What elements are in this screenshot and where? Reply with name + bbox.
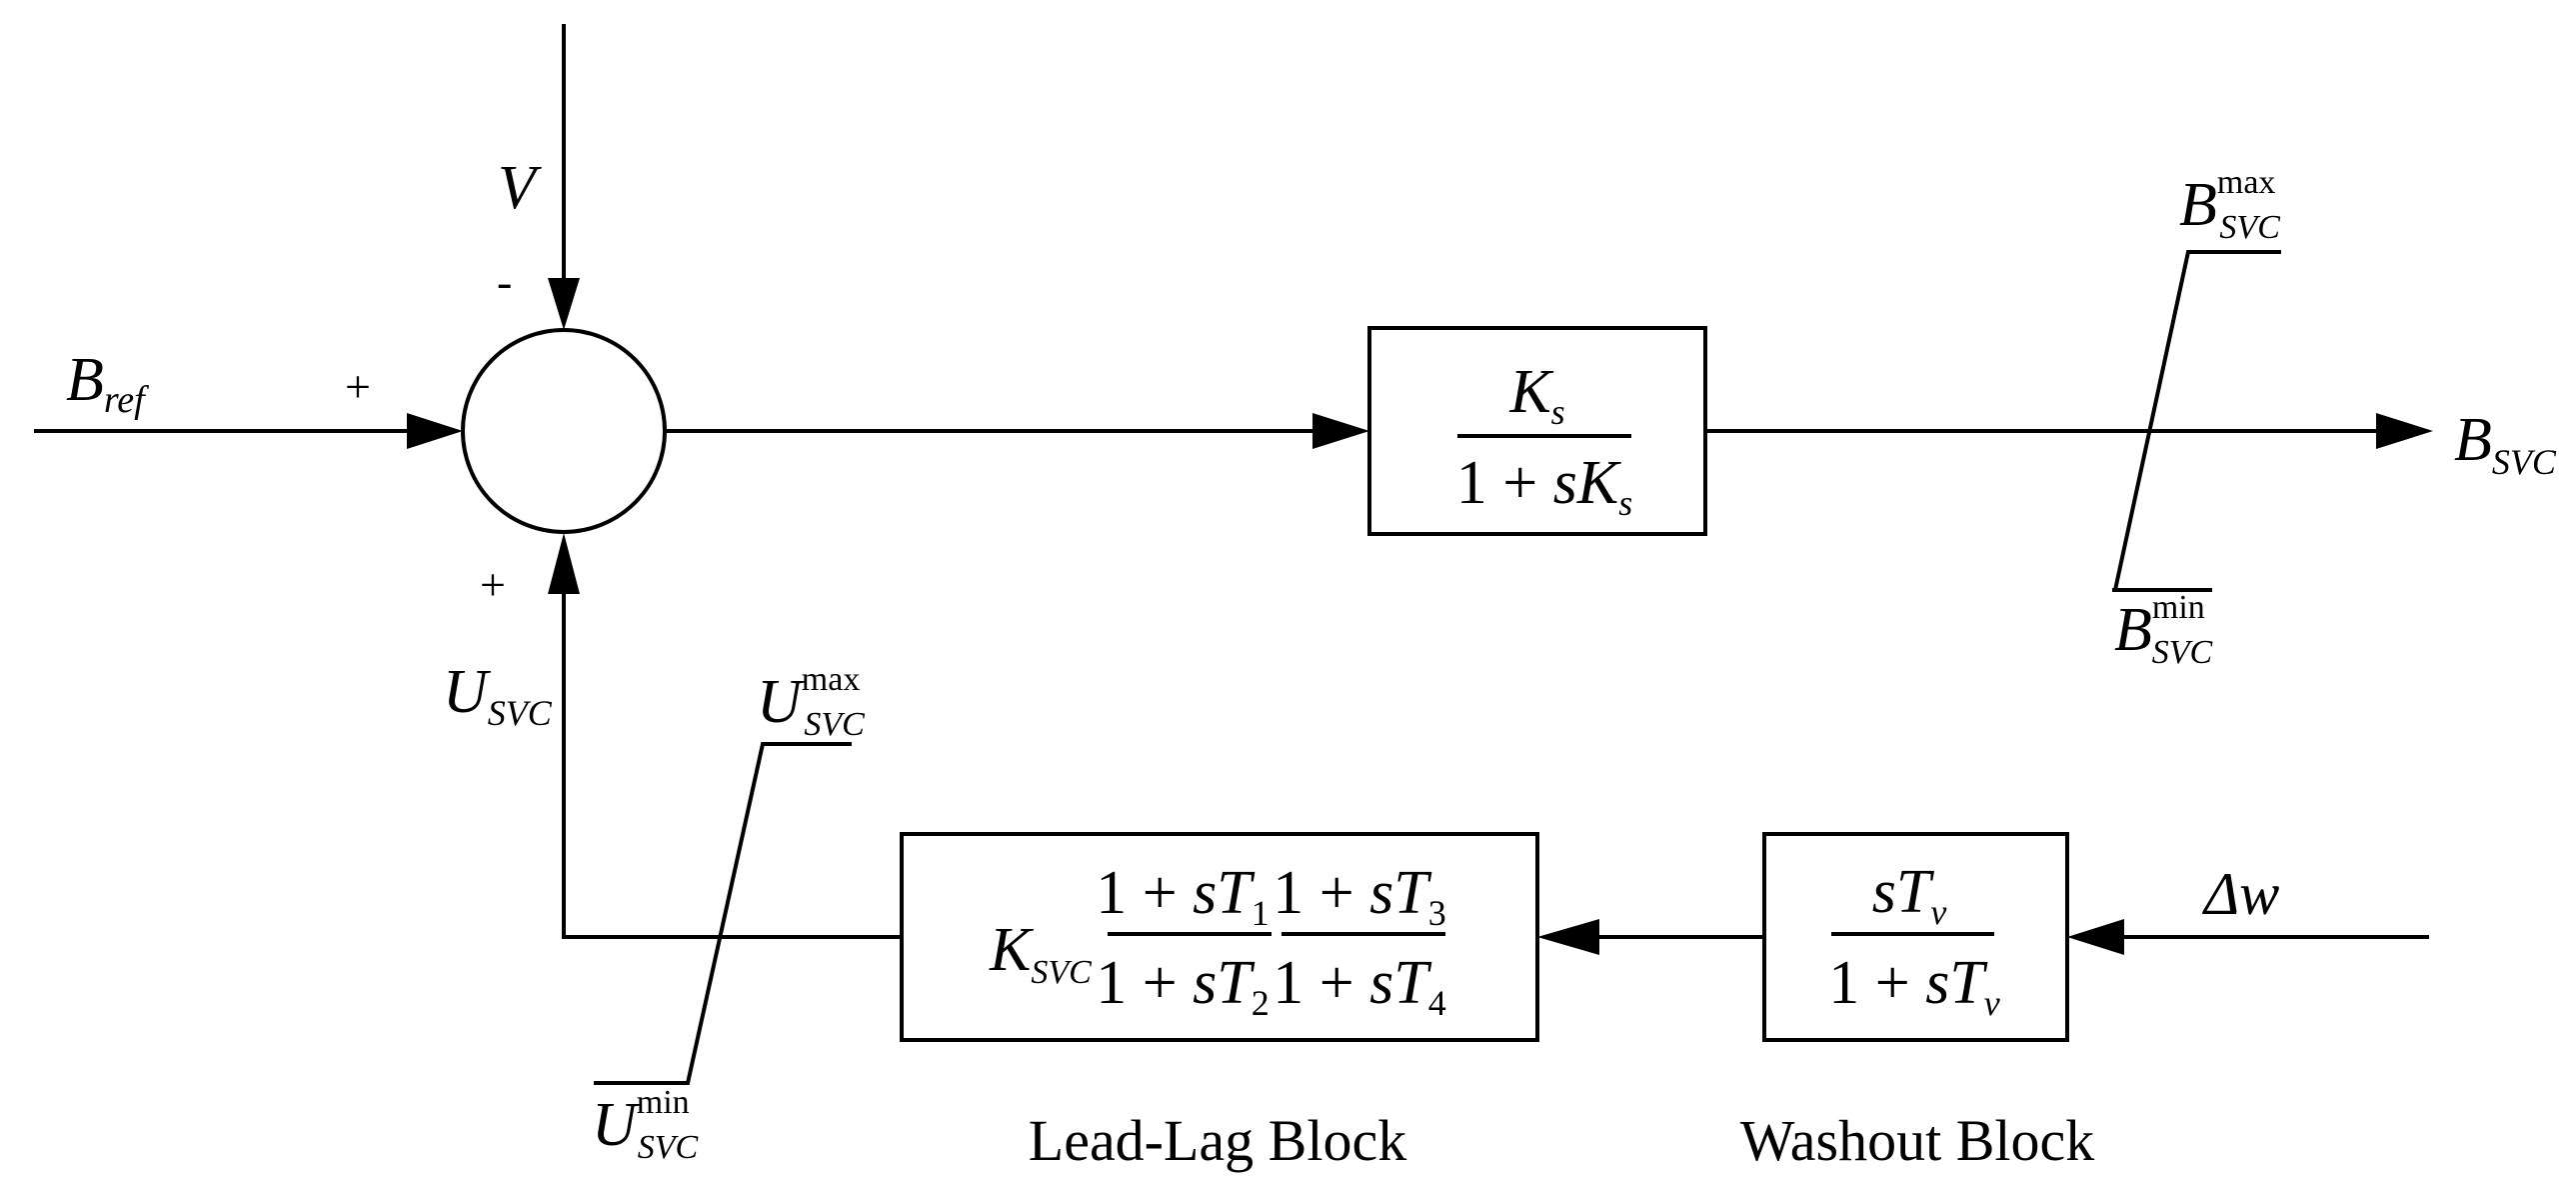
feedback-line — [562, 590, 902, 939]
leadlag-num1: 1 + sT1 — [1096, 859, 1270, 933]
leadlag-gain: KSVC — [989, 916, 1092, 991]
gain-block-denominator: 1 + sKs — [1456, 449, 1632, 523]
v-label: V — [498, 154, 542, 222]
feedback-arrowhead — [548, 533, 580, 594]
sign-minus-top: - — [497, 256, 512, 307]
bref-input-arrowhead — [407, 413, 463, 449]
bref-label: Bref — [66, 346, 149, 421]
sign-plus-bottom: + — [480, 559, 506, 610]
output-limiter-slope — [2113, 250, 2281, 591]
usvc-label: USVC — [443, 658, 553, 733]
feedback-limiter — [594, 742, 852, 1085]
delta-w-arrowhead — [2067, 919, 2124, 955]
v-input-arrowhead — [548, 278, 580, 330]
leadlag-den2: 1 + sT4 — [1273, 949, 1446, 1023]
forward-arrowhead-1 — [1312, 413, 1369, 449]
leadlag-block — [900, 832, 1539, 1042]
delta-w-label: Δw — [2202, 861, 2279, 927]
gain-block-numerator: Ks — [1508, 358, 1564, 432]
summing-junction — [461, 328, 667, 534]
washout-caption: Washout Block — [1740, 1108, 2095, 1173]
bsvc-output-label: BSVC — [2454, 406, 2557, 482]
washout-denominator: 1 + sTv — [1828, 949, 2000, 1023]
sign-plus-left: + — [345, 361, 371, 412]
output-arrowhead — [2376, 413, 2433, 449]
leadlag-den1: 1 + sT2 — [1096, 949, 1270, 1023]
leadlag-caption: Lead-Lag Block — [1029, 1108, 1406, 1173]
leadlag-input-arrowhead — [1537, 919, 1599, 955]
leadlag-num2: 1 + sT3 — [1273, 859, 1446, 933]
washout-numerator: sTv — [1872, 858, 1947, 932]
